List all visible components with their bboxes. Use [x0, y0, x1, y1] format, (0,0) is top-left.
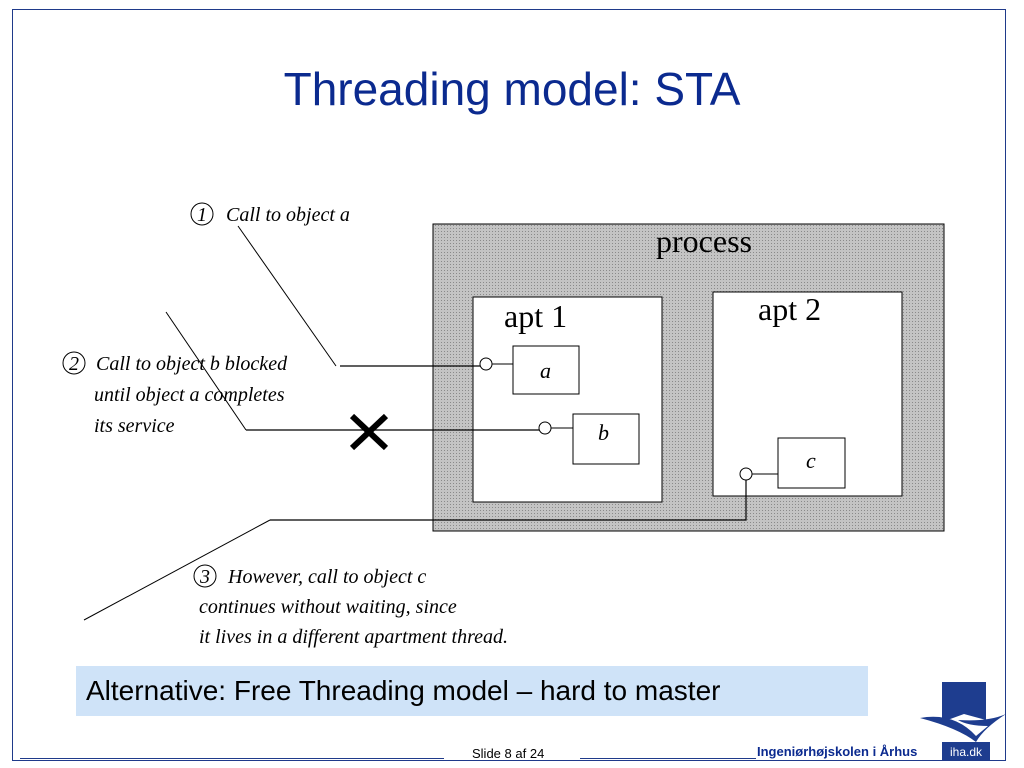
step-3-text-line-3: it lives in a different apartment thread…: [199, 626, 508, 648]
step-1-number: 1: [197, 204, 207, 226]
apartment-1-label: apt 1: [504, 298, 567, 334]
step-2-text-line-1: Call to object b blocked: [96, 353, 288, 375]
process-label: process: [656, 223, 752, 259]
slide-number: Slide 8 af 24: [472, 746, 544, 761]
slide-frame: [12, 9, 1006, 761]
leader-line-1: [237, 225, 337, 367]
step-2-circle-icon: [62, 351, 86, 375]
leader-line-3: [83, 519, 271, 621]
footer-rule-right: [580, 758, 756, 759]
object-c-interface: [739, 467, 753, 481]
slide-prefix: Slide: [472, 746, 501, 761]
annotation-step-1: 1 Call to object a: [190, 202, 350, 226]
school-name: Ingeniørhøjskolen i Århus: [757, 744, 918, 759]
iha-logo: iha.dk: [920, 682, 1006, 760]
step-3-circle-icon: [193, 564, 217, 588]
apartment-2-label: apt 2: [758, 291, 821, 327]
footer-rule-left: [20, 758, 444, 759]
object-a-label: a: [540, 358, 551, 383]
object-b-interface: [538, 421, 552, 435]
step-2-number: 2: [69, 353, 79, 375]
step-2-text-line-3: its service: [94, 415, 175, 437]
annotation-step-2: 2 Call to object b blocked until object …: [62, 351, 288, 437]
apartment-2-box: [712, 291, 903, 497]
object-a-interface: [479, 357, 493, 371]
alternative-callout: Alternative: Free Threading model – hard…: [76, 666, 868, 716]
object-c-label: c: [806, 448, 816, 473]
annotation-step-3: 3 However, call to object c continues wi…: [193, 564, 508, 648]
object-a-box: [512, 345, 580, 395]
call-c-line: [270, 480, 747, 521]
step-3-text-line-1: However, call to object c: [227, 566, 426, 588]
step-3-text-line-2: continues without waiting, since: [199, 596, 457, 618]
slide-total: 24: [529, 746, 545, 761]
object-b-label: b: [598, 420, 609, 445]
step-3-number: 3: [199, 566, 210, 588]
apartment-1-box: [472, 296, 663, 503]
step-1-text: Call to object a: [226, 204, 350, 226]
step-2-text-line-2: until object a completes: [94, 384, 285, 406]
object-c-box: [777, 437, 846, 489]
logo-text: iha.dk: [950, 745, 983, 759]
slide-title: Threading model: STA: [283, 63, 741, 115]
blocked-x-icon: [349, 413, 389, 451]
leader-line-2: [165, 311, 247, 431]
slide-separator: af: [515, 746, 527, 761]
slide-current: 8: [504, 746, 512, 761]
step-1-circle-icon: [190, 202, 214, 226]
object-b-box: [572, 413, 640, 465]
